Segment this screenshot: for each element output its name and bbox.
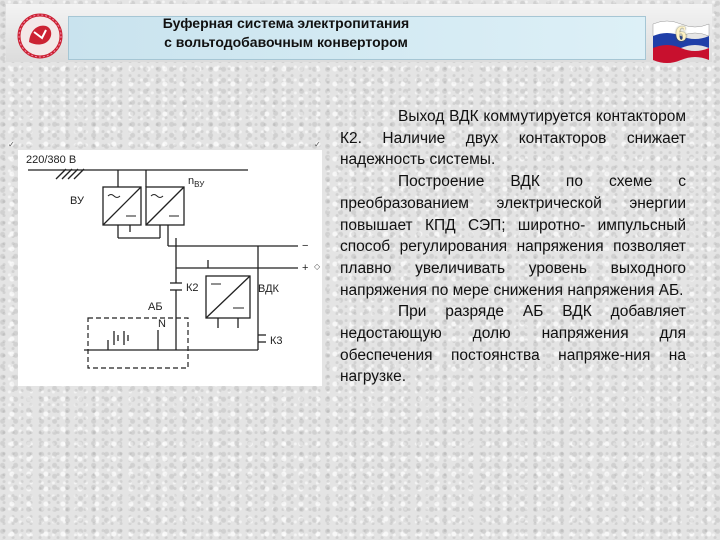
corner-mark: ✓ xyxy=(314,140,321,149)
plus-label: + xyxy=(302,262,308,274)
k2-label: К2 xyxy=(186,282,199,294)
paragraph-1: Выход ВДК коммутируется контактором К2. … xyxy=(340,108,686,169)
russian-flag-icon xyxy=(652,20,710,63)
vdk-label: ВДК xyxy=(258,283,280,295)
corner-mark: ◇ xyxy=(314,262,321,271)
paragraph-2: Построение ВДК по схеме с преобразование… xyxy=(340,173,686,299)
title-box xyxy=(68,16,646,60)
supply-voltage-label: 220/380 В xyxy=(26,154,76,166)
paragraph-3: При разряде АБ ВДК добавляет недостающую… xyxy=(340,303,686,386)
vu-label: ВУ xyxy=(70,195,85,207)
n-vu-label: nВУ xyxy=(188,175,205,189)
corner-mark: ✓ xyxy=(8,140,15,149)
circuit-diagram: 220/380 В nВУ ВУ + − К2 ВДК АБ N К3 xyxy=(18,150,322,386)
title-line-2: с вольтодобавочным конвертором xyxy=(164,34,408,50)
ab-label: АБ xyxy=(148,301,163,313)
title-line-1: Буферная система электропитания xyxy=(162,15,410,31)
minus-label: − xyxy=(302,240,308,252)
circuit-svg: 220/380 В nВУ ВУ + − К2 ВДК АБ N К3 xyxy=(26,154,308,369)
k3-label: К3 xyxy=(270,335,283,347)
emblem-logo-icon xyxy=(17,13,63,59)
header-bar: Буферная система электропитания с вольто… xyxy=(6,4,712,63)
slide-title: Буферная система электропитания с вольто… xyxy=(121,14,451,52)
body-text: Выход ВДК коммутируется контактором К2. … xyxy=(340,106,686,388)
page-number: 6 xyxy=(675,21,687,46)
n-label: N xyxy=(158,318,166,330)
